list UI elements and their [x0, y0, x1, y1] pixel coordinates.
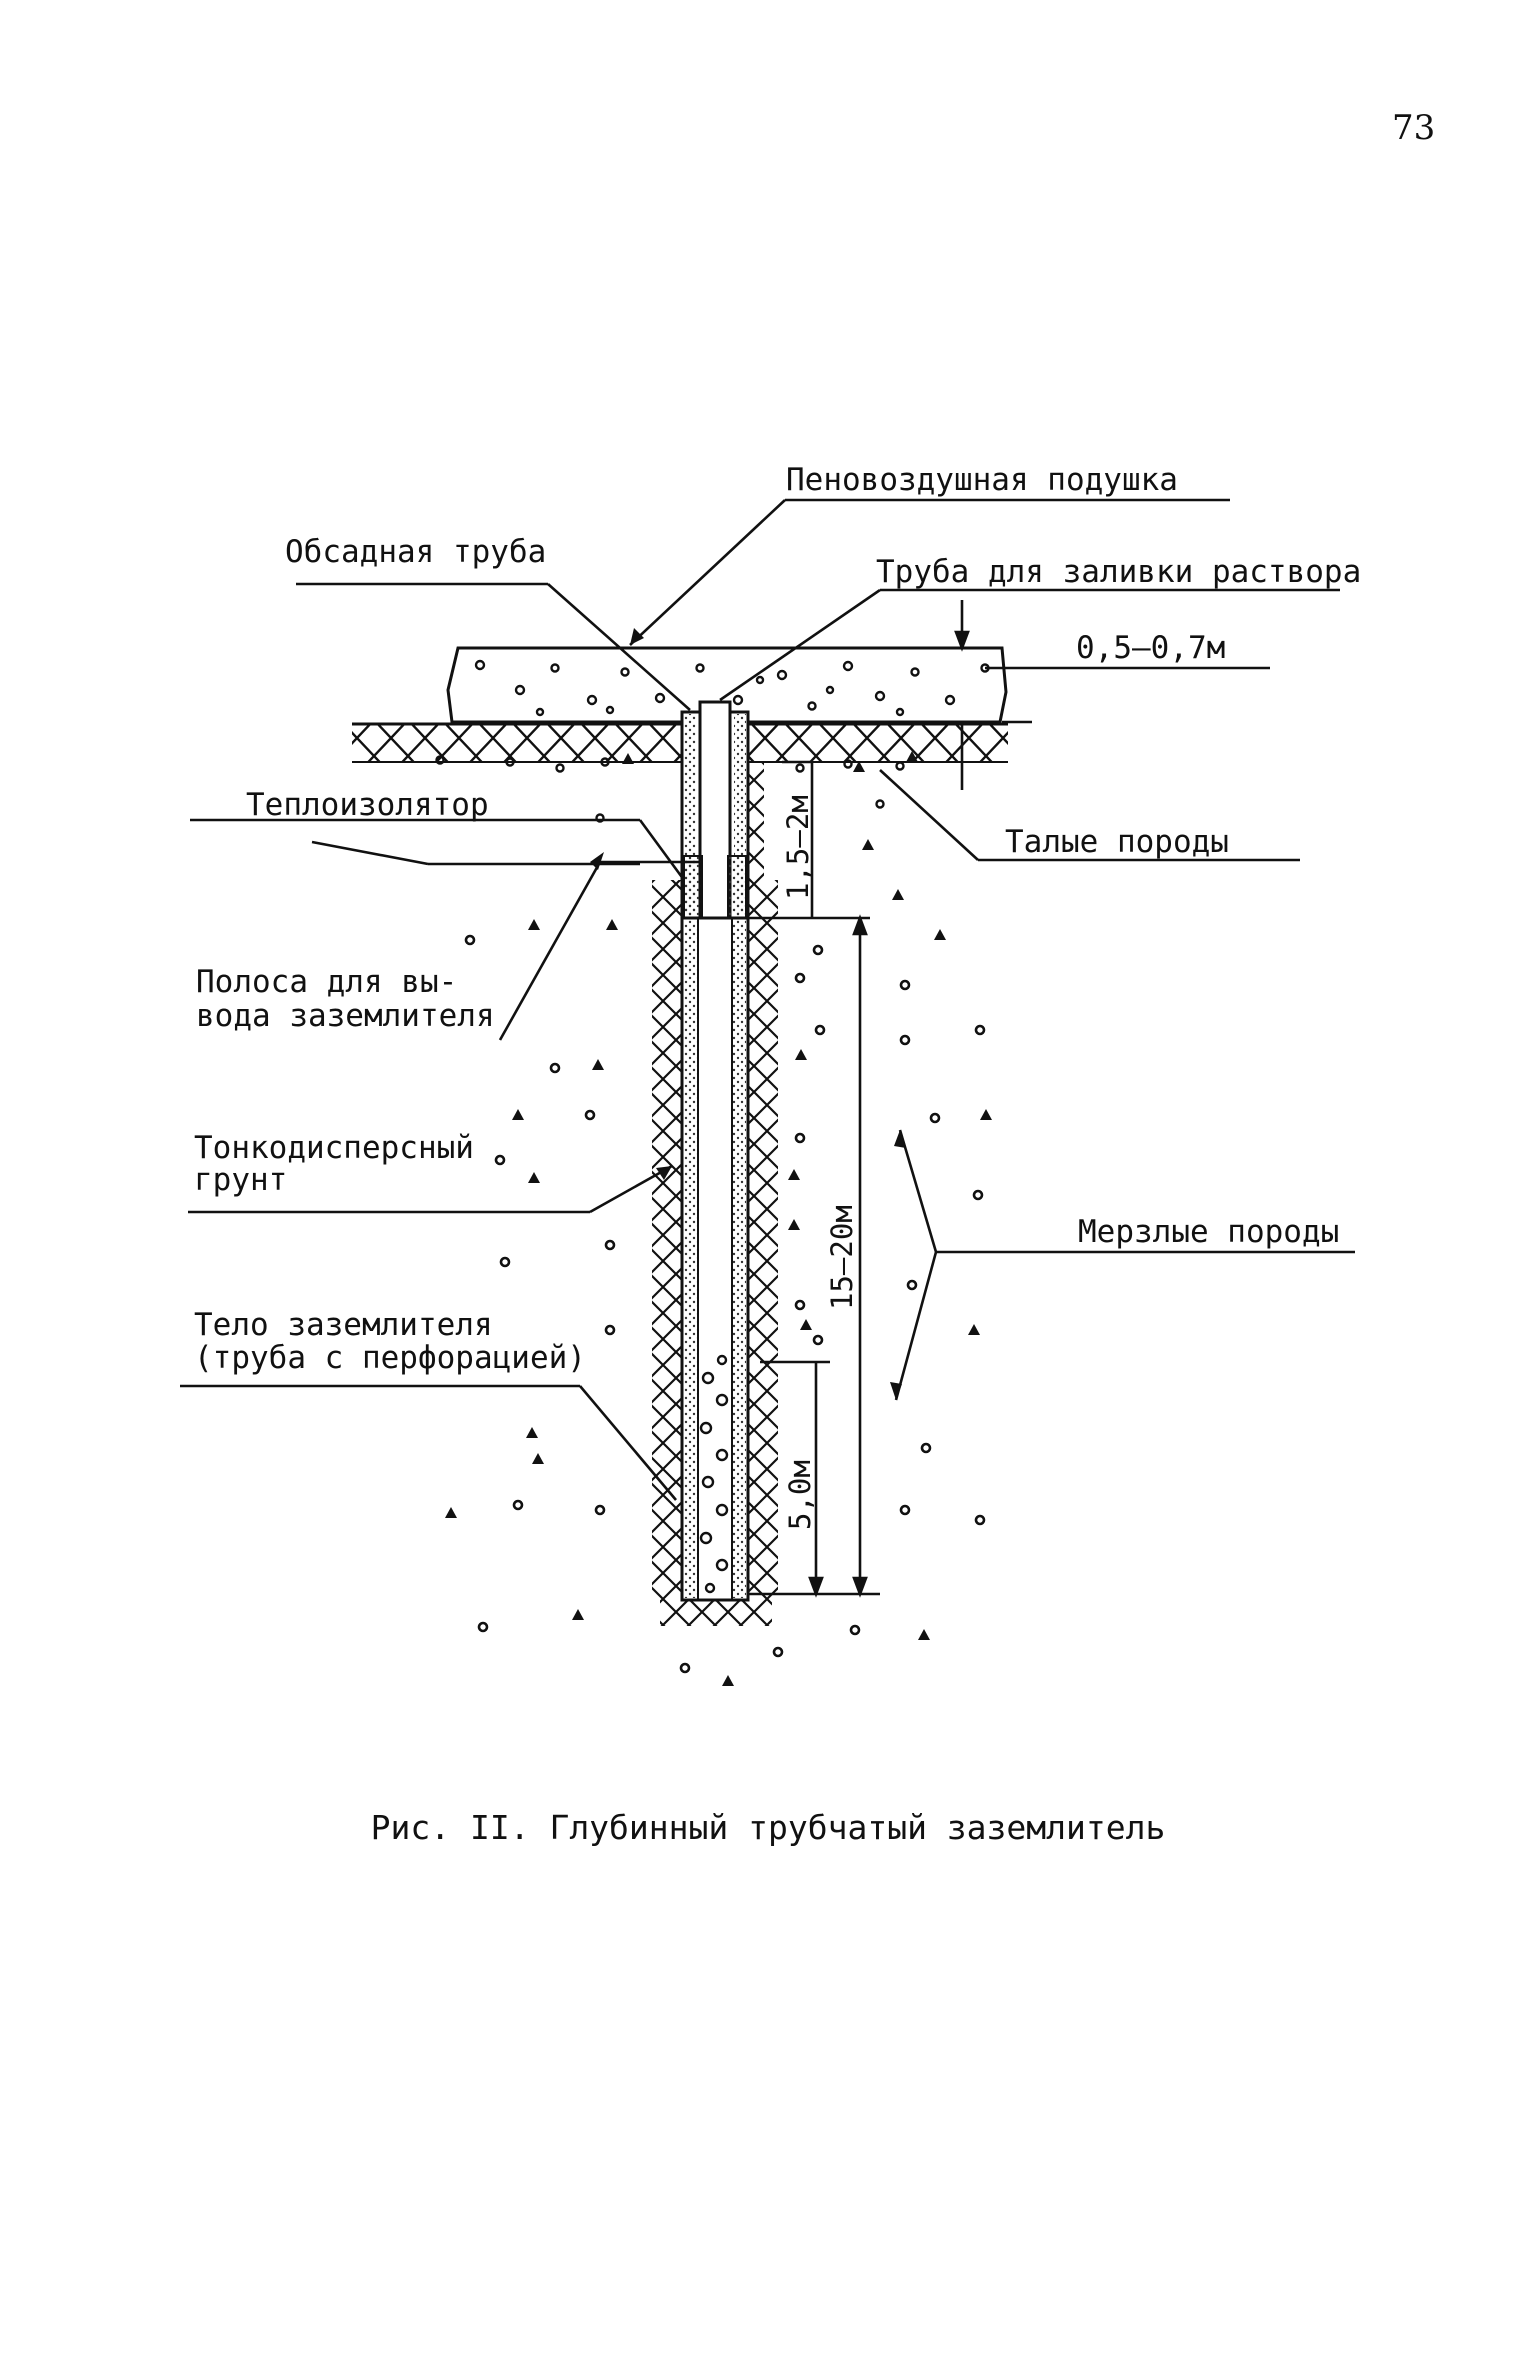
foam-cushion-slab	[446, 646, 1008, 724]
leader-arrowheads	[590, 628, 906, 1400]
figure-caption: Рис. II. Глубинный трубчатый заземлитель	[370, 1808, 1166, 1847]
label-electrode-line2: (труба с перфорацией)	[194, 1340, 586, 1376]
label-strip-line2: вода заземлителя	[196, 998, 495, 1034]
ground-surface	[352, 722, 1008, 763]
label-electrode-line1: Тело заземлителя	[194, 1307, 493, 1343]
label-grout-pipe: Труба для заливки раствора	[876, 554, 1361, 590]
leader-lines	[180, 498, 1355, 1501]
label-foam-cushion: Пеновоздушная подушка	[786, 462, 1178, 498]
borehole-wall-hatch	[652, 762, 778, 1626]
thawed-layer-particles	[435, 755, 905, 823]
label-fine-soil-line1: Тонкодисперсный	[194, 1130, 474, 1166]
grout-pipe	[698, 700, 732, 920]
dimension-upper: 1,5–2м	[781, 795, 815, 900]
label-casing-pipe: Обсадная труба	[285, 534, 546, 570]
label-strip-line1: Полоса для вы-	[196, 964, 457, 1000]
label-heat-insulator: Теплоизолятор	[246, 787, 489, 823]
label-thawed-rocks: Талые породы	[1005, 824, 1229, 860]
label-frozen-rocks: Мерзлые породы	[1078, 1214, 1339, 1250]
dimension-lower: 5,0м	[783, 1460, 817, 1530]
frozen-rock-particles	[445, 751, 992, 1686]
label-fine-soil-line2: грунт	[194, 1162, 287, 1198]
label-cushion-thickness: 0,5–0,7м	[1076, 630, 1225, 666]
electrode-column	[680, 916, 750, 1602]
dimension-lines	[730, 600, 1032, 1598]
page-number: 73	[1392, 108, 1436, 148]
dimension-total: 15–20м	[825, 1205, 859, 1310]
